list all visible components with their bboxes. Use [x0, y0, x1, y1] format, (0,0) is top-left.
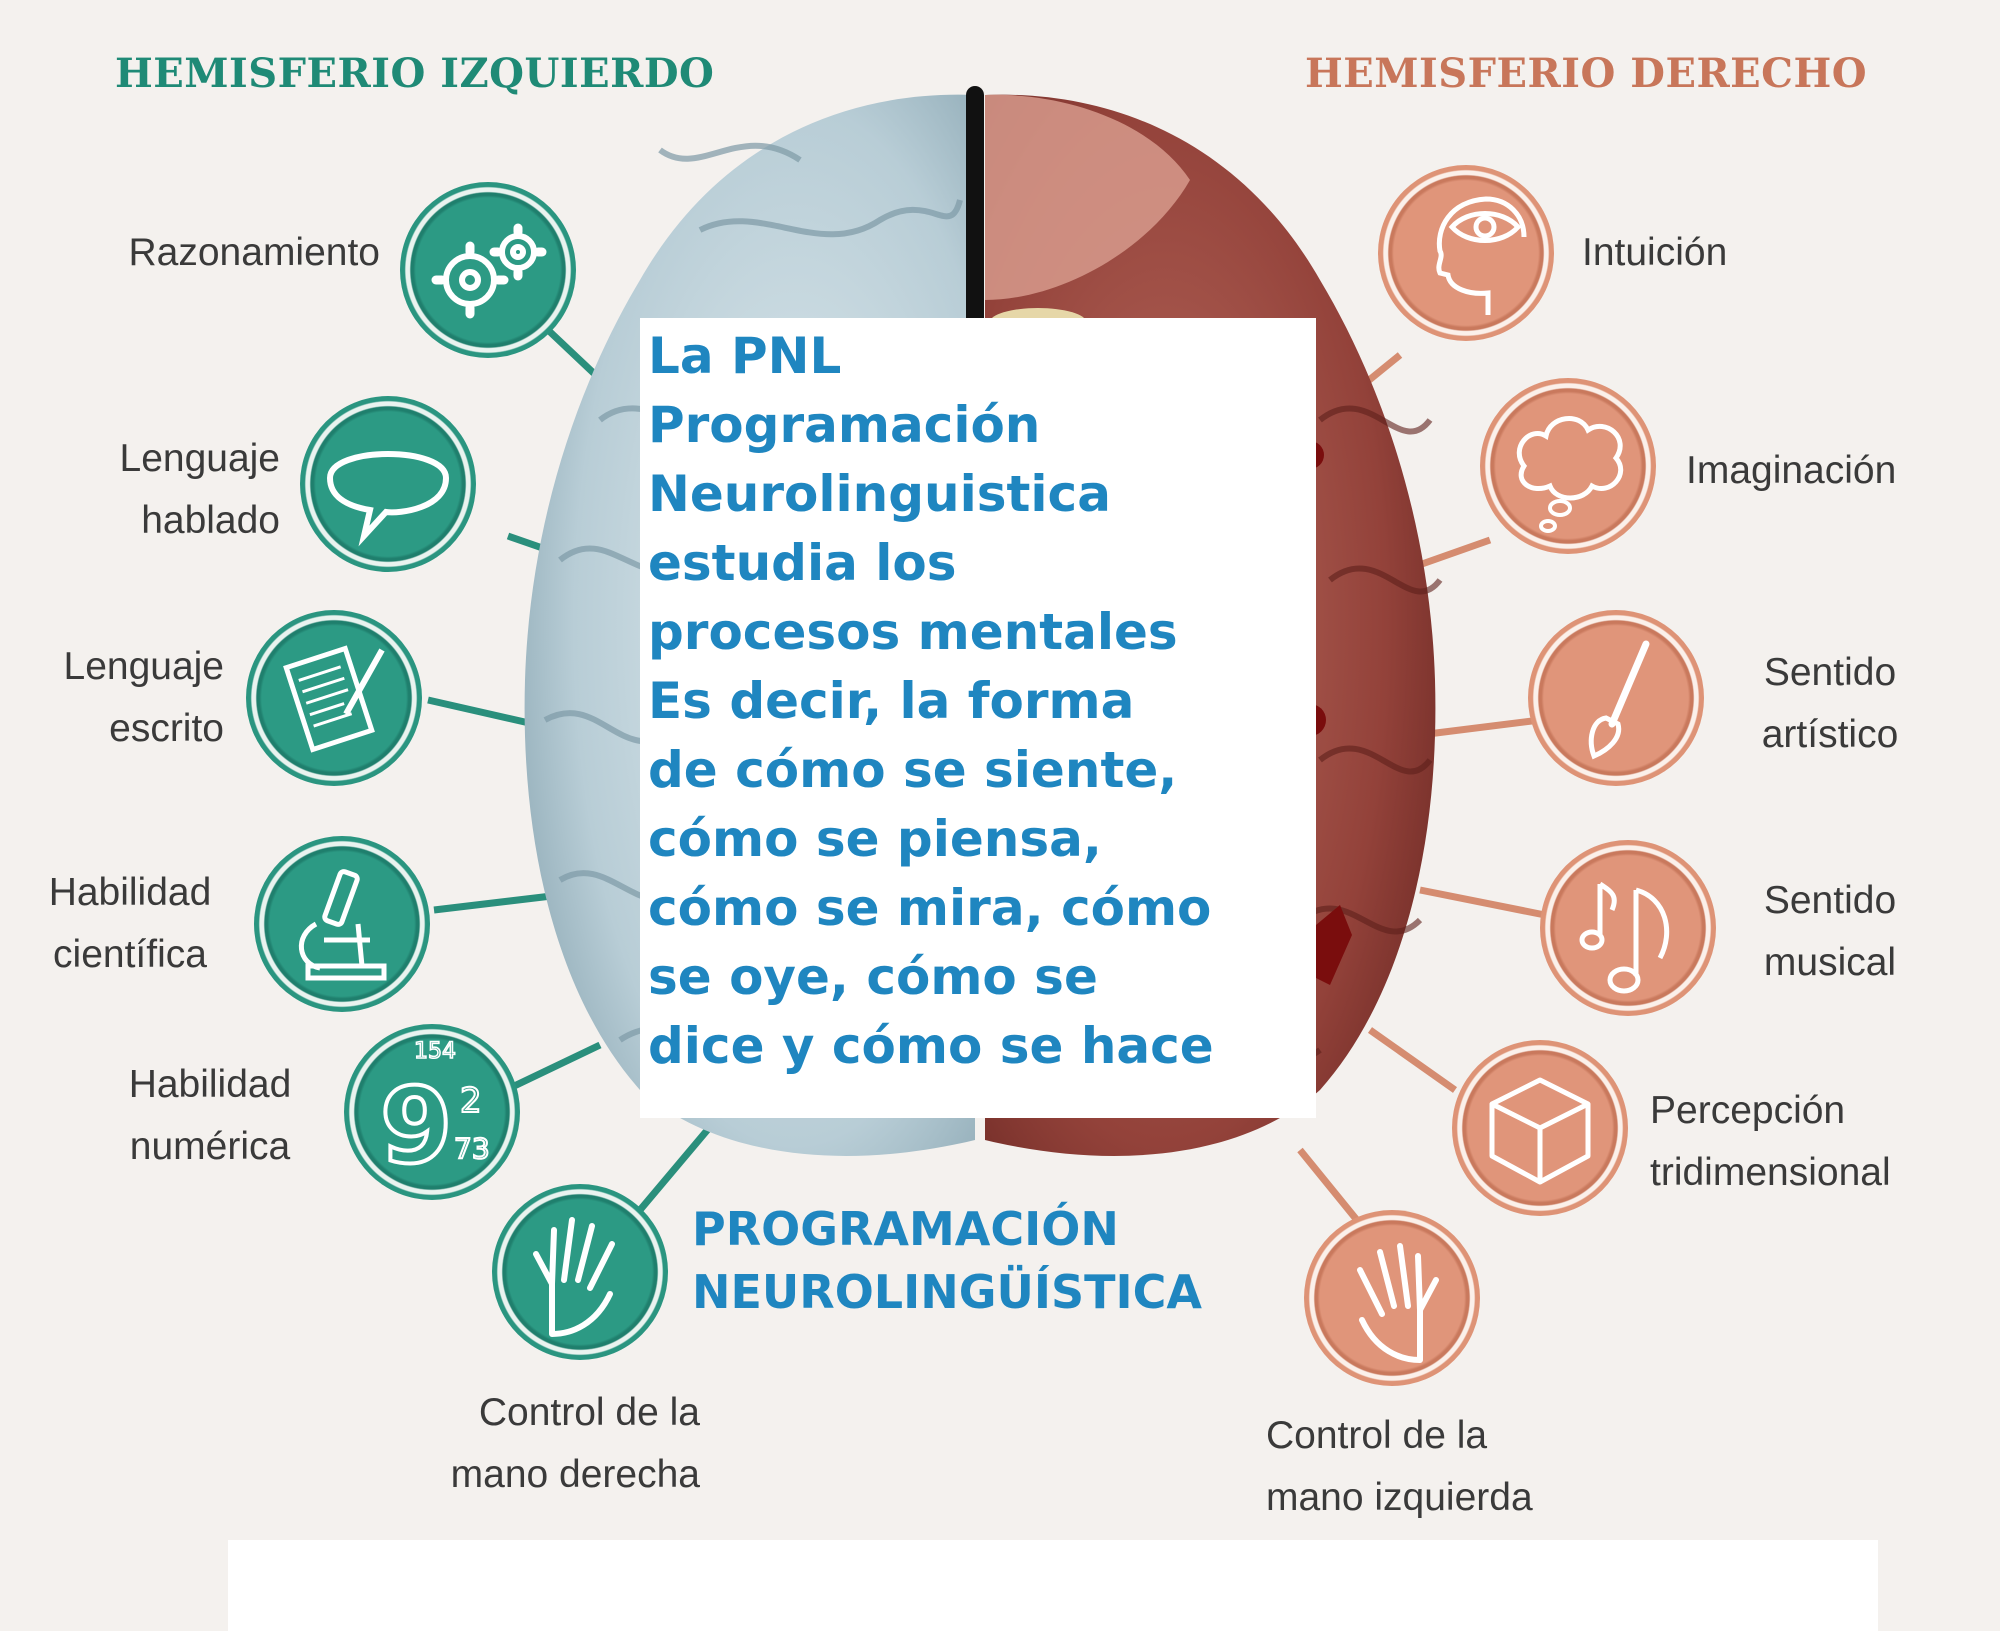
label-habilidad-numerica: Habilidad numérica — [90, 1054, 330, 1178]
cube-icon — [1452, 1040, 1628, 1216]
note-box — [640, 318, 1316, 1118]
label-intuicion: Intuición — [1582, 222, 1882, 284]
label-line: artístico — [1761, 713, 1899, 756]
left-hemisphere-header: HEMISFERIO IZQUIERDO — [115, 50, 715, 97]
label-percepcion-tridimensional: Percepción tridimensional — [1650, 1080, 1970, 1204]
label-sentido-musical: Sentido musical — [1730, 870, 1930, 994]
label-line: Percepción — [1650, 1089, 1846, 1132]
label-imaginacion: Imaginación — [1686, 440, 1986, 502]
music-note-icon — [1540, 840, 1716, 1016]
label-line: Control de la — [478, 1391, 700, 1434]
label-line: Sentido — [1763, 651, 1897, 694]
label-line: Habilidad — [48, 871, 212, 914]
speech-bubble-icon — [300, 396, 476, 572]
label-line: Lenguaje — [63, 645, 225, 688]
label-line: científica — [53, 933, 207, 976]
label-line: Lenguaje — [119, 437, 281, 480]
label-sentido-artistico: Sentido artístico — [1730, 642, 1930, 766]
numbers-icon: 9 2 73 154 — [344, 1024, 520, 1200]
document-pen-icon — [246, 610, 422, 786]
label-razonamiento: Razonamiento — [40, 222, 380, 284]
label-line: hablado — [141, 499, 280, 542]
number-two: 2 — [460, 1081, 482, 1121]
pnl-title-line2: NEUROLINGÜÍSTICA — [692, 1265, 1202, 1319]
left-hand-icon — [1304, 1210, 1480, 1386]
number-small-top: 154 — [414, 1039, 456, 1064]
right-hand-icon — [492, 1184, 668, 1360]
pnl-title-line1: PROGRAMACIÓN — [692, 1202, 1119, 1256]
label-line: escrito — [109, 707, 224, 750]
bottom-blank-box — [228, 1540, 1878, 1631]
gears-icon — [400, 182, 576, 358]
label-lenguaje-escrito: Lenguaje escrito — [10, 636, 225, 760]
label-line: Razonamiento — [128, 231, 380, 274]
label-line: musical — [1763, 941, 1897, 984]
label-line: Imaginación — [1686, 449, 1897, 492]
label-line: tridimensional — [1650, 1151, 1891, 1194]
label-line: mano derecha — [450, 1453, 700, 1496]
label-line: Control de la — [1266, 1414, 1488, 1457]
label-line: mano izquierda — [1266, 1476, 1533, 1519]
microscope-icon — [254, 836, 430, 1012]
paintbrush-icon — [1528, 610, 1704, 786]
label-line: Habilidad — [128, 1063, 292, 1106]
label-lenguaje-hablado: Lenguaje hablado — [20, 428, 281, 552]
pnl-title: PROGRAMACIÓN NEUROLINGÜÍSTICA — [692, 1198, 1202, 1324]
label-line: numérica — [129, 1125, 291, 1168]
label-line: Sentido — [1763, 879, 1897, 922]
label-control-mano-izquierda: Control de la mano izquierda — [1266, 1405, 1626, 1529]
head-eye-icon — [1378, 165, 1554, 341]
thought-cloud-icon — [1480, 378, 1656, 554]
number-seventy-three: 73 — [454, 1132, 490, 1165]
label-control-mano-derecha: Control de la mano derecha — [340, 1382, 700, 1506]
right-hemisphere-header: HEMISFERIO DERECHO — [1305, 50, 1868, 97]
number-nine: 9 — [380, 1065, 452, 1187]
note-text: La PNL Programación Neurolinguistica est… — [648, 327, 1214, 1075]
label-line: Intuición — [1582, 231, 1728, 274]
label-habilidad-cientifica: Habilidad científica — [10, 862, 250, 986]
